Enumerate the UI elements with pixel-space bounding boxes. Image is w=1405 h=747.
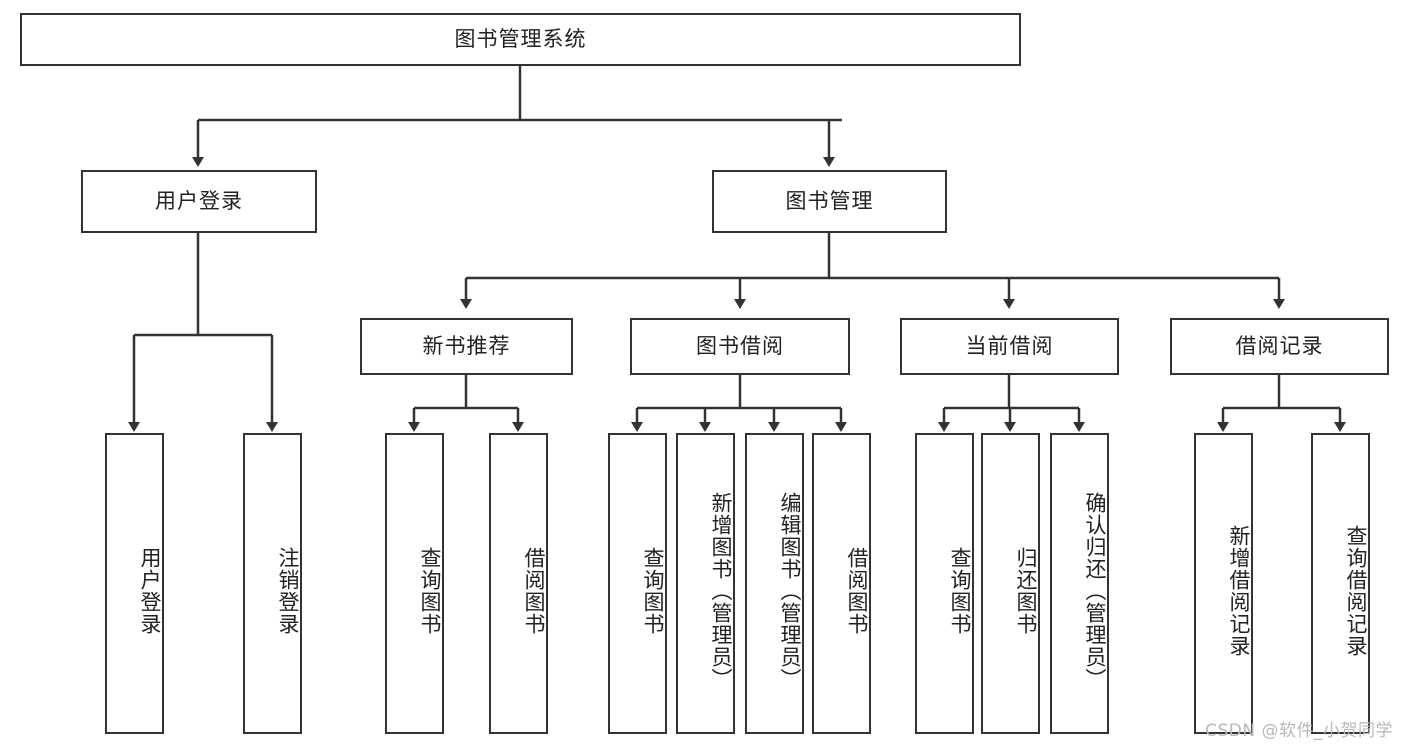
node-label: 查询借阅记录 xyxy=(1344,524,1368,657)
node-label: 注销登录 xyxy=(276,546,300,635)
leaf-user-login-login[interactable]: 用户登录 xyxy=(105,433,164,734)
leaf-new-book-borrow-books[interactable]: 借阅图书 xyxy=(489,433,548,734)
leaf-book-borrow-query-books[interactable]: 查询图书 xyxy=(608,433,667,734)
node-label: 查询图书 xyxy=(418,546,442,635)
node-label: 图书管理 xyxy=(785,188,874,213)
node-label: 查询图书 xyxy=(641,546,665,635)
node-label: 新增图书（管理员） xyxy=(709,491,733,690)
node-label: 借阅记录 xyxy=(1235,333,1324,358)
node-label: 用户登录 xyxy=(155,188,243,213)
node-label: 新书推荐 xyxy=(422,333,511,358)
node-label: 图书借阅 xyxy=(696,333,784,358)
leaf-borrow-records-add-record[interactable]: 新增借阅记录 xyxy=(1194,433,1253,734)
node-user-login[interactable]: 用户登录 xyxy=(81,170,317,233)
leaf-new-book-query-books[interactable]: 查询图书 xyxy=(385,433,444,734)
node-root-book-management-system[interactable]: 图书管理系统 xyxy=(20,13,1021,66)
leaf-current-borrow-confirm-return-admin[interactable]: 确认归还（管理员） xyxy=(1050,433,1109,734)
node-label: 查询图书 xyxy=(948,546,972,635)
node-label: 图书管理系统 xyxy=(454,26,587,51)
node-label: 编辑图书（管理员） xyxy=(778,491,802,690)
leaf-current-borrow-query-books[interactable]: 查询图书 xyxy=(915,433,974,734)
node-book-borrow[interactable]: 图书借阅 xyxy=(630,318,850,375)
leaf-book-borrow-edit-book-admin[interactable]: 编辑图书（管理员） xyxy=(745,433,804,734)
node-current-borrow[interactable]: 当前借阅 xyxy=(900,318,1119,375)
csdn-watermark: CSDN @软件_小贺同学 xyxy=(1205,721,1393,741)
leaf-borrow-records-query-record[interactable]: 查询借阅记录 xyxy=(1311,433,1370,734)
node-book-management[interactable]: 图书管理 xyxy=(712,170,947,233)
node-label: 借阅图书 xyxy=(845,546,869,635)
leaf-book-borrow-borrow-books[interactable]: 借阅图书 xyxy=(812,433,871,734)
leaf-current-borrow-return-books[interactable]: 归还图书 xyxy=(981,433,1040,734)
node-label: 用户登录 xyxy=(138,546,162,635)
leaf-user-login-logout[interactable]: 注销登录 xyxy=(243,433,302,734)
node-label: 归还图书 xyxy=(1014,546,1038,635)
node-label: 新增借阅记录 xyxy=(1227,524,1251,657)
node-label: 确认归还（管理员） xyxy=(1083,491,1107,690)
node-label: 借阅图书 xyxy=(522,546,546,635)
node-label: 当前借阅 xyxy=(965,333,1054,358)
node-new-book-recommend[interactable]: 新书推荐 xyxy=(360,318,573,375)
leaf-book-borrow-add-book-admin[interactable]: 新增图书（管理员） xyxy=(676,433,735,734)
node-borrow-records[interactable]: 借阅记录 xyxy=(1170,318,1389,375)
